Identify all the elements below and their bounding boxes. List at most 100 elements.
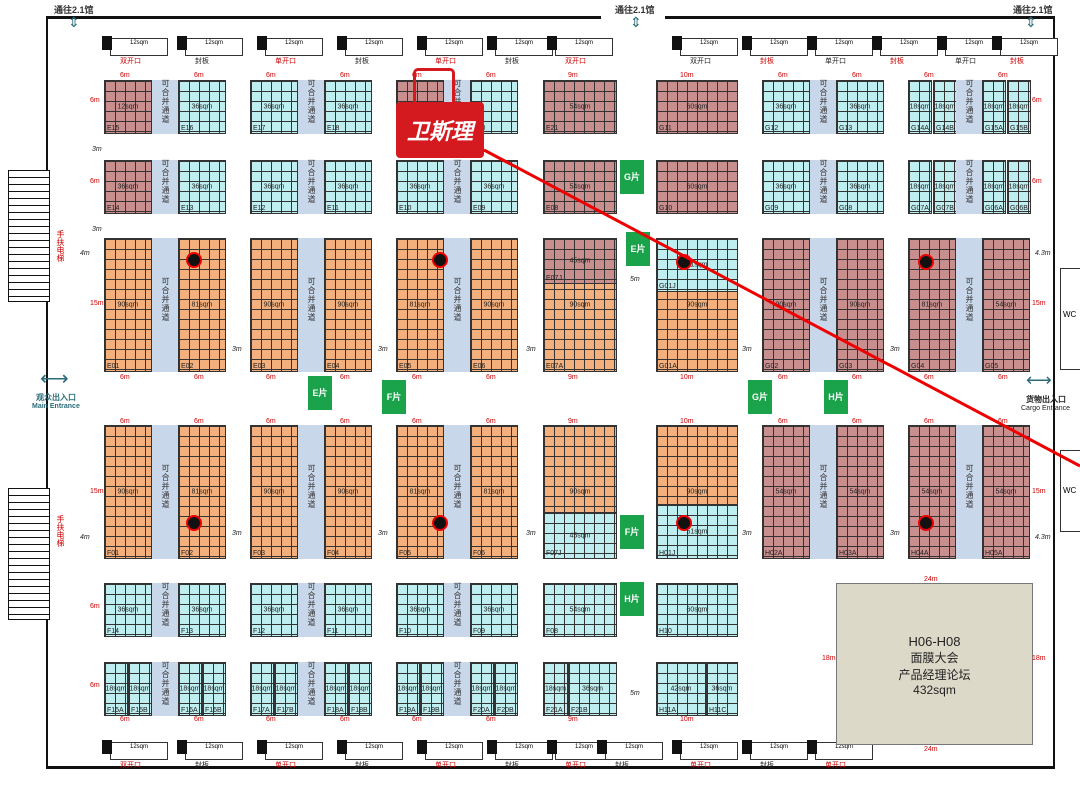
forum-area[interactable]: H06-H08 面膜大会 产品经理论坛 432sqm	[836, 583, 1033, 745]
booth-area: 18sqm	[105, 685, 127, 693]
dimension-label: 6m	[120, 72, 130, 79]
dimension-label: 6m	[266, 72, 276, 79]
strip-pillar	[102, 36, 112, 50]
pillar-icon	[432, 515, 448, 531]
mergeable-aisle: 可合并通道	[298, 79, 324, 134]
booth-area: 36sqm	[191, 183, 213, 191]
aisle-label: 可合并通道	[161, 159, 170, 204]
small-booth[interactable]: 12sqm	[680, 742, 738, 760]
forum-subtitle-2: 产品经理论坛	[898, 668, 971, 682]
mergeable-aisle: 可合并通道	[444, 159, 470, 214]
booth-id: E07J	[546, 275, 562, 282]
mergeable-aisle: 可合并通道	[152, 238, 178, 372]
dimension-label: 6m	[778, 374, 788, 381]
booth-area: 18sqm	[1008, 183, 1030, 191]
small-booth[interactable]: 12sqm	[185, 742, 243, 760]
small-booth[interactable]: 12sqm	[345, 742, 403, 760]
zone-sign: G片	[620, 160, 644, 194]
small-booth[interactable]: 12sqm	[425, 742, 483, 760]
booth-area: 90sqm	[117, 301, 139, 309]
mergeable-aisle: 可合并通道	[298, 661, 324, 716]
left-right-arrow-icon: ⟷	[1026, 370, 1052, 390]
booth-area: 90sqm	[337, 301, 359, 309]
small-booth[interactable]: 12sqm	[265, 742, 323, 760]
strip-pillar	[807, 740, 817, 754]
booth-id: F11	[327, 628, 339, 635]
aisle-label: 可合并通道	[965, 277, 974, 322]
booth-id: F18B	[351, 707, 368, 714]
pillar-icon	[186, 515, 202, 531]
booth-id: G08	[839, 205, 853, 212]
